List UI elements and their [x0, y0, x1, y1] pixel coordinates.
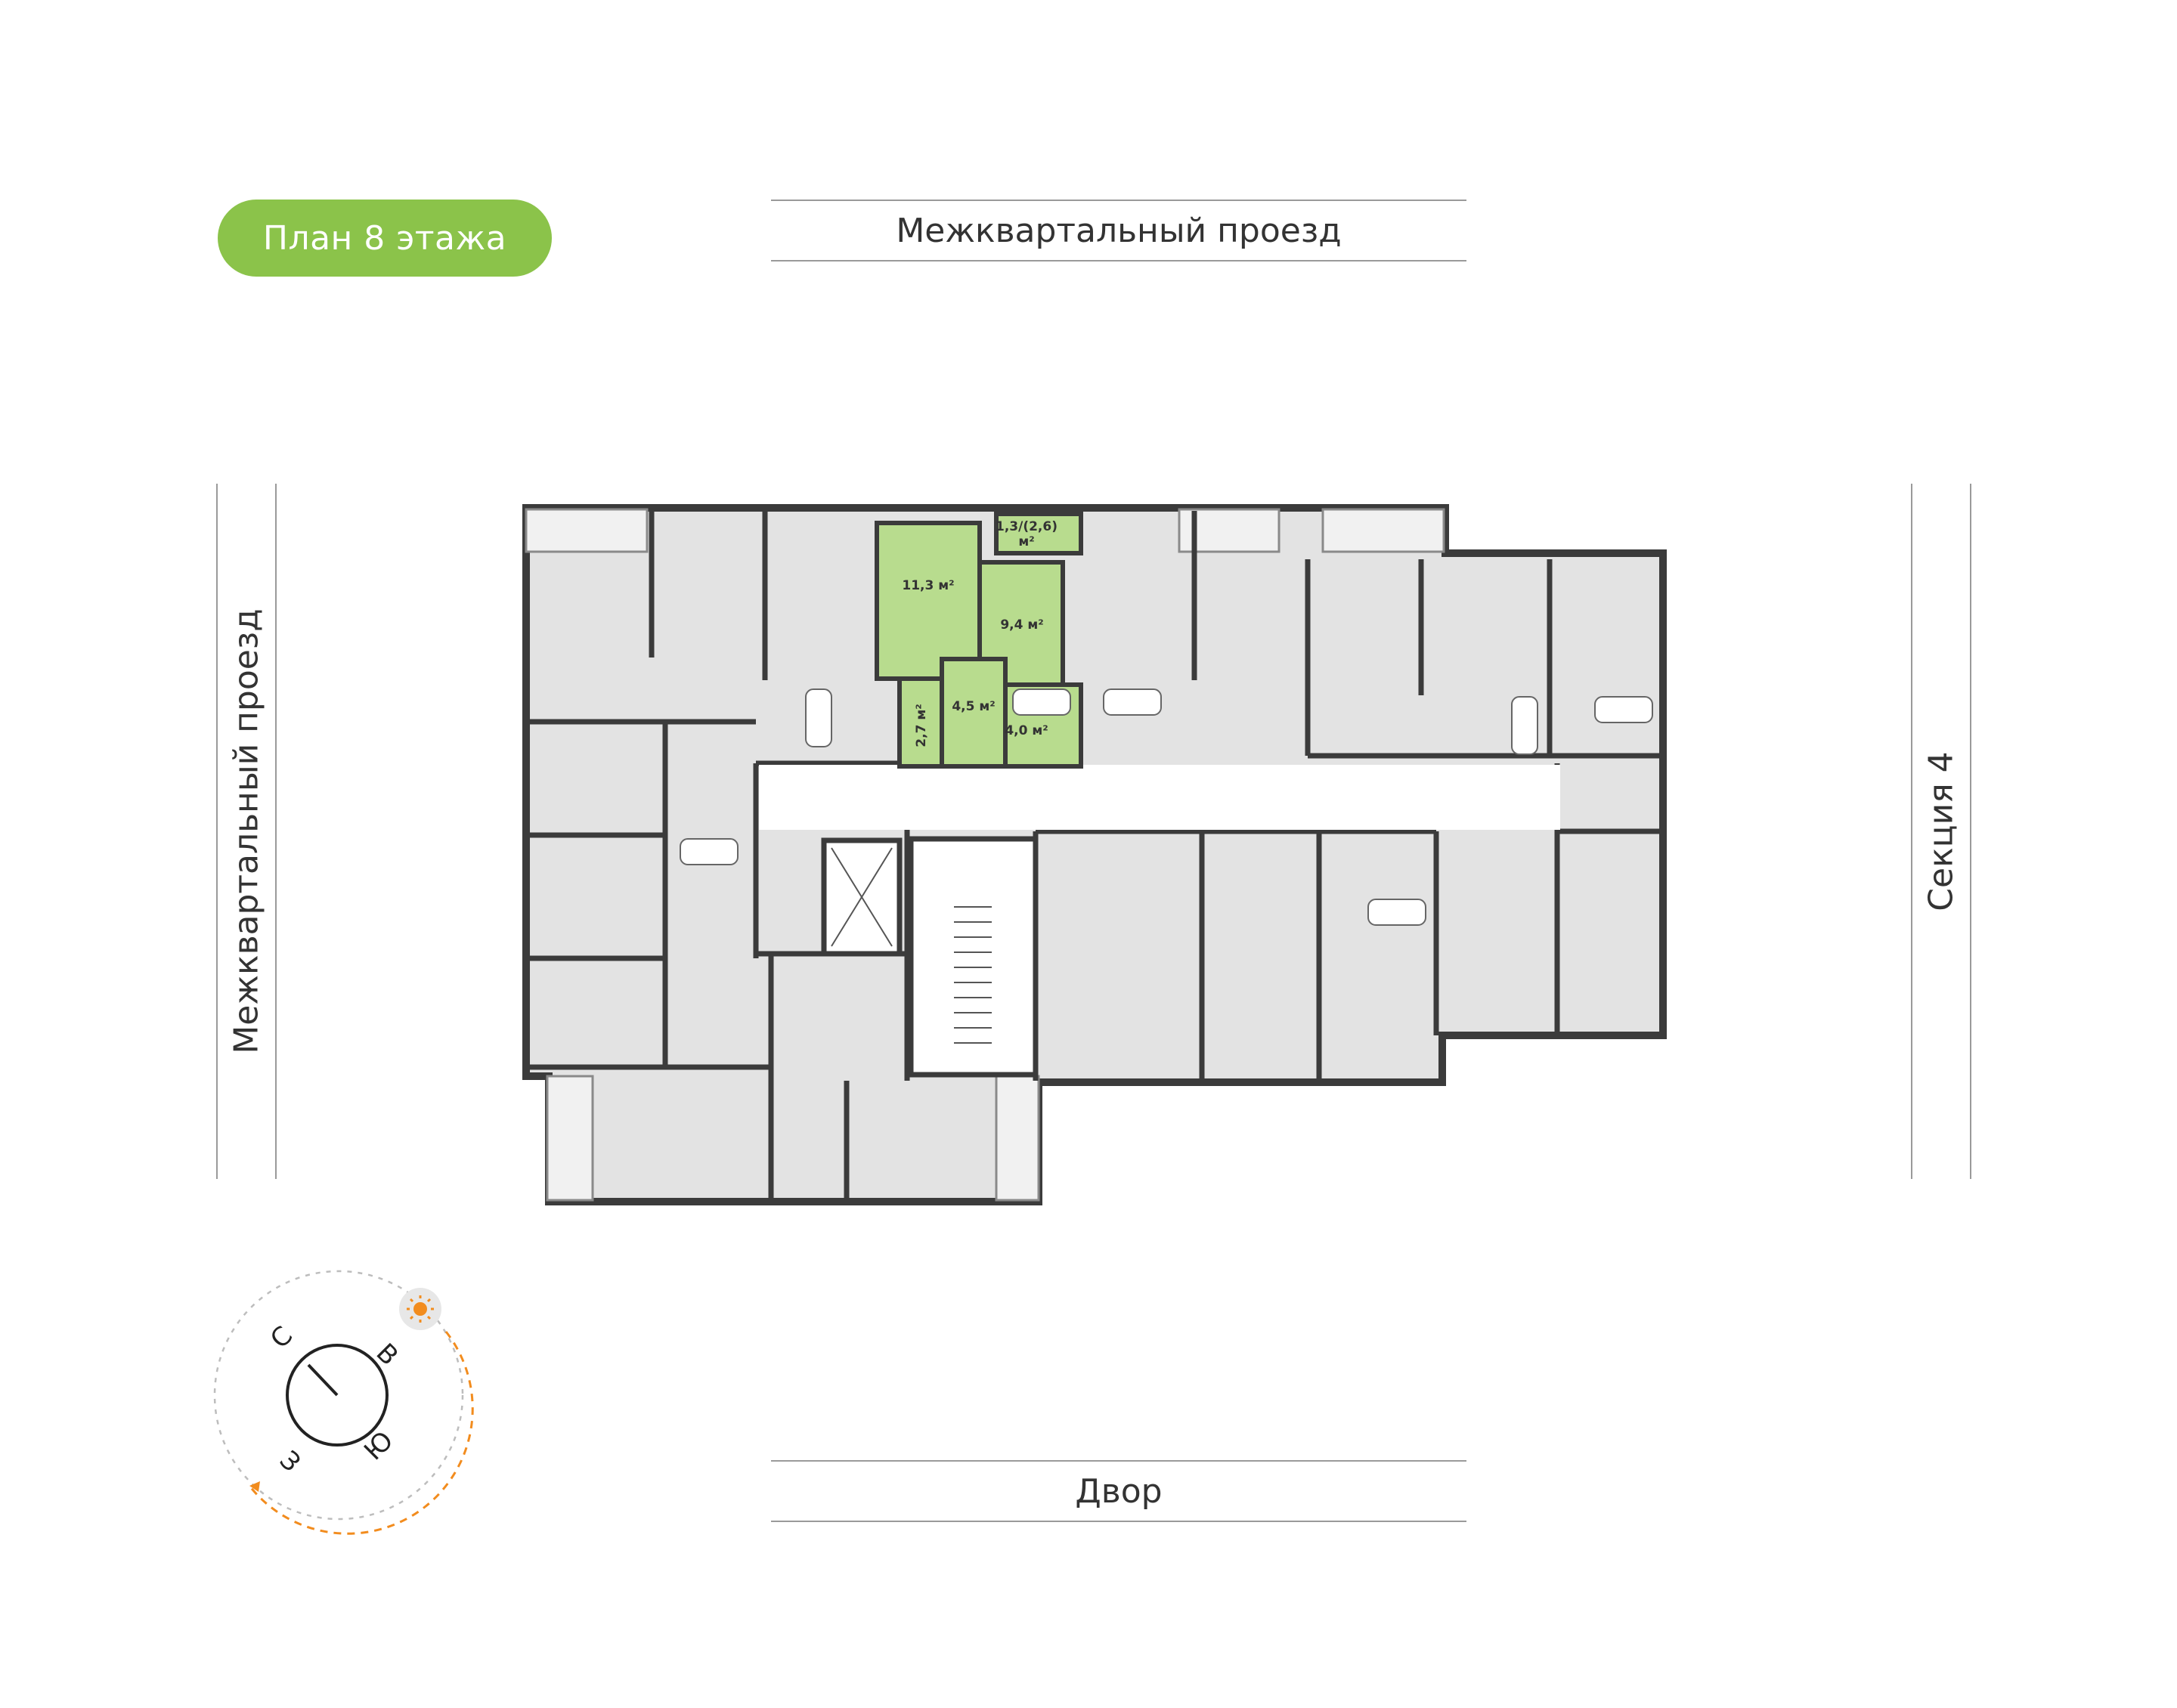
compass-north: С [265, 1320, 299, 1354]
highlighted-apartment [875, 512, 1083, 769]
balcony-unit: м² [1018, 534, 1034, 549]
floor-label-badge: План 8 этажа [218, 200, 552, 277]
sun-icon [399, 1288, 441, 1330]
street-left: Межквартальный проезд [216, 484, 277, 1179]
room-label-5: 4,0 м² [1005, 723, 1048, 738]
room-label-3: 4,5 м² [952, 699, 995, 714]
street-bottom-label: Двор [1075, 1471, 1163, 1511]
street-top-label: Межквартальный проезд [896, 211, 1342, 250]
apartment-area-labels: 11,3 м² 9,4 м² 4,5 м² 2,7 м² 4,0 м² 1,3/… [902, 519, 1058, 747]
balcony-label: 1,3/(2,6) [996, 519, 1058, 534]
corridor [759, 765, 1560, 830]
compass-west: З [274, 1445, 307, 1478]
sun-path [248, 1331, 474, 1535]
room-label-1: 11,3 м² [902, 578, 954, 593]
room-label-4: 2,7 м² [914, 704, 929, 747]
street-top: Межквартальный проезд [771, 200, 1466, 261]
street-bottom: Двор [771, 1460, 1466, 1522]
stair-core [821, 836, 1039, 1078]
compass-orbit [213, 1270, 464, 1521]
bathroom-fixtures [680, 688, 1653, 926]
compass: С В Ю З [213, 1270, 474, 1535]
stair-steps [831, 847, 992, 1044]
room-label-2: 9,4 м² [1000, 617, 1043, 633]
compass-needle [307, 1363, 339, 1397]
sun-path-arrow-icon [249, 1481, 260, 1492]
street-right: Секция 4 [1911, 484, 1971, 1179]
floor-label: План 8 этажа [262, 218, 507, 258]
